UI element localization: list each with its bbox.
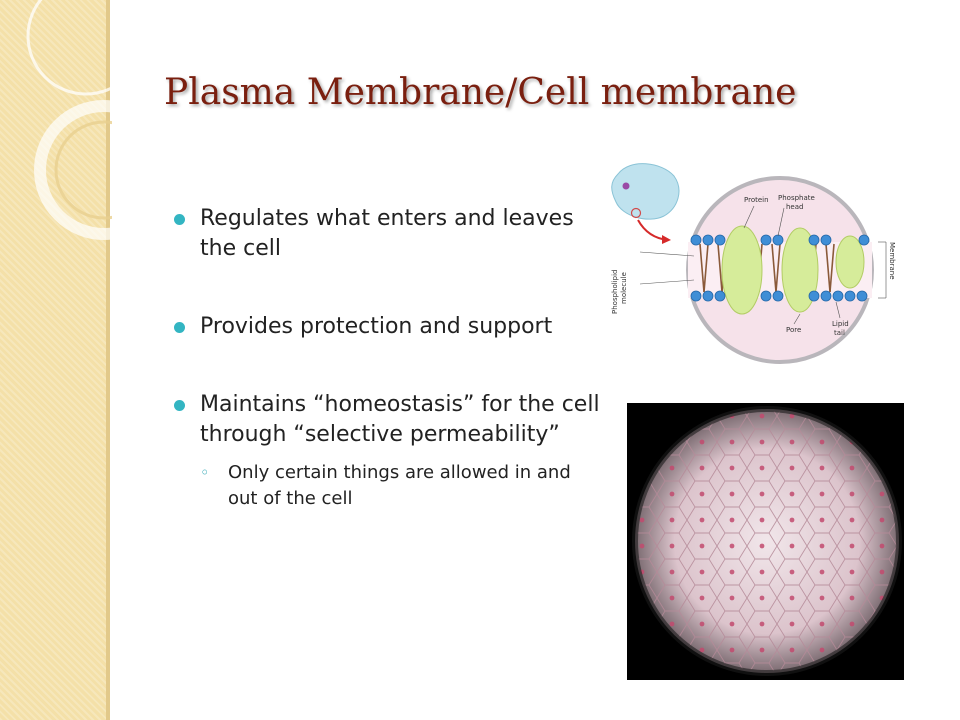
label-phospholipid: Phospholipid bbox=[611, 270, 619, 314]
sidebar-edge bbox=[106, 0, 110, 720]
microscope-image bbox=[627, 403, 904, 680]
bullet-text: Provides protection and support bbox=[200, 314, 553, 339]
decorative-sidebar bbox=[0, 0, 106, 720]
phosphate-heads-bottom bbox=[690, 290, 868, 302]
zoom-marker bbox=[630, 207, 642, 219]
cell-shape bbox=[611, 163, 680, 220]
protein-shape bbox=[781, 227, 819, 313]
protein-shape bbox=[835, 235, 865, 289]
cell-membrane-diagram: Protein Phosphate head Membrane Phosphol… bbox=[611, 163, 896, 364]
label-lipid-tail-2: tail bbox=[834, 329, 845, 337]
sub-bullet-list: Only certain things are allowed in and o… bbox=[200, 460, 602, 512]
bullet-list: Regulates what enters and leaves the cel… bbox=[172, 204, 602, 512]
bullet-text: Maintains “homeostasis” for the cell thr… bbox=[200, 392, 600, 447]
bullet-item: Regulates what enters and leaves the cel… bbox=[172, 204, 602, 264]
label-membrane: Membrane bbox=[888, 242, 896, 280]
arrow-head bbox=[662, 235, 671, 244]
label-lipid-tail: Lipid bbox=[832, 320, 849, 328]
nucleus-dot bbox=[622, 182, 630, 190]
bullet-item: Maintains “homeostasis” for the cell thr… bbox=[172, 390, 602, 512]
decorative-rings bbox=[26, 0, 112, 240]
bullet-item: Provides protection and support bbox=[172, 312, 602, 342]
label-phospholipid-2: molecule bbox=[620, 272, 628, 304]
protein-shape bbox=[721, 225, 763, 315]
bullet-text: Regulates what enters and leaves the cel… bbox=[200, 206, 574, 261]
label-pore: Pore bbox=[786, 326, 801, 334]
label-phosphate-head-2: head bbox=[786, 203, 803, 211]
phosphate-heads-top bbox=[690, 234, 870, 246]
label-protein: Protein bbox=[744, 196, 769, 204]
slide-title: Plasma Membrane/Cell membrane bbox=[164, 72, 797, 113]
micrograph-cells bbox=[632, 406, 902, 676]
label-phosphate-head: Phosphate bbox=[778, 194, 815, 202]
sub-bullet-item: Only certain things are allowed in and o… bbox=[200, 460, 602, 512]
leader-lines bbox=[639, 205, 887, 325]
